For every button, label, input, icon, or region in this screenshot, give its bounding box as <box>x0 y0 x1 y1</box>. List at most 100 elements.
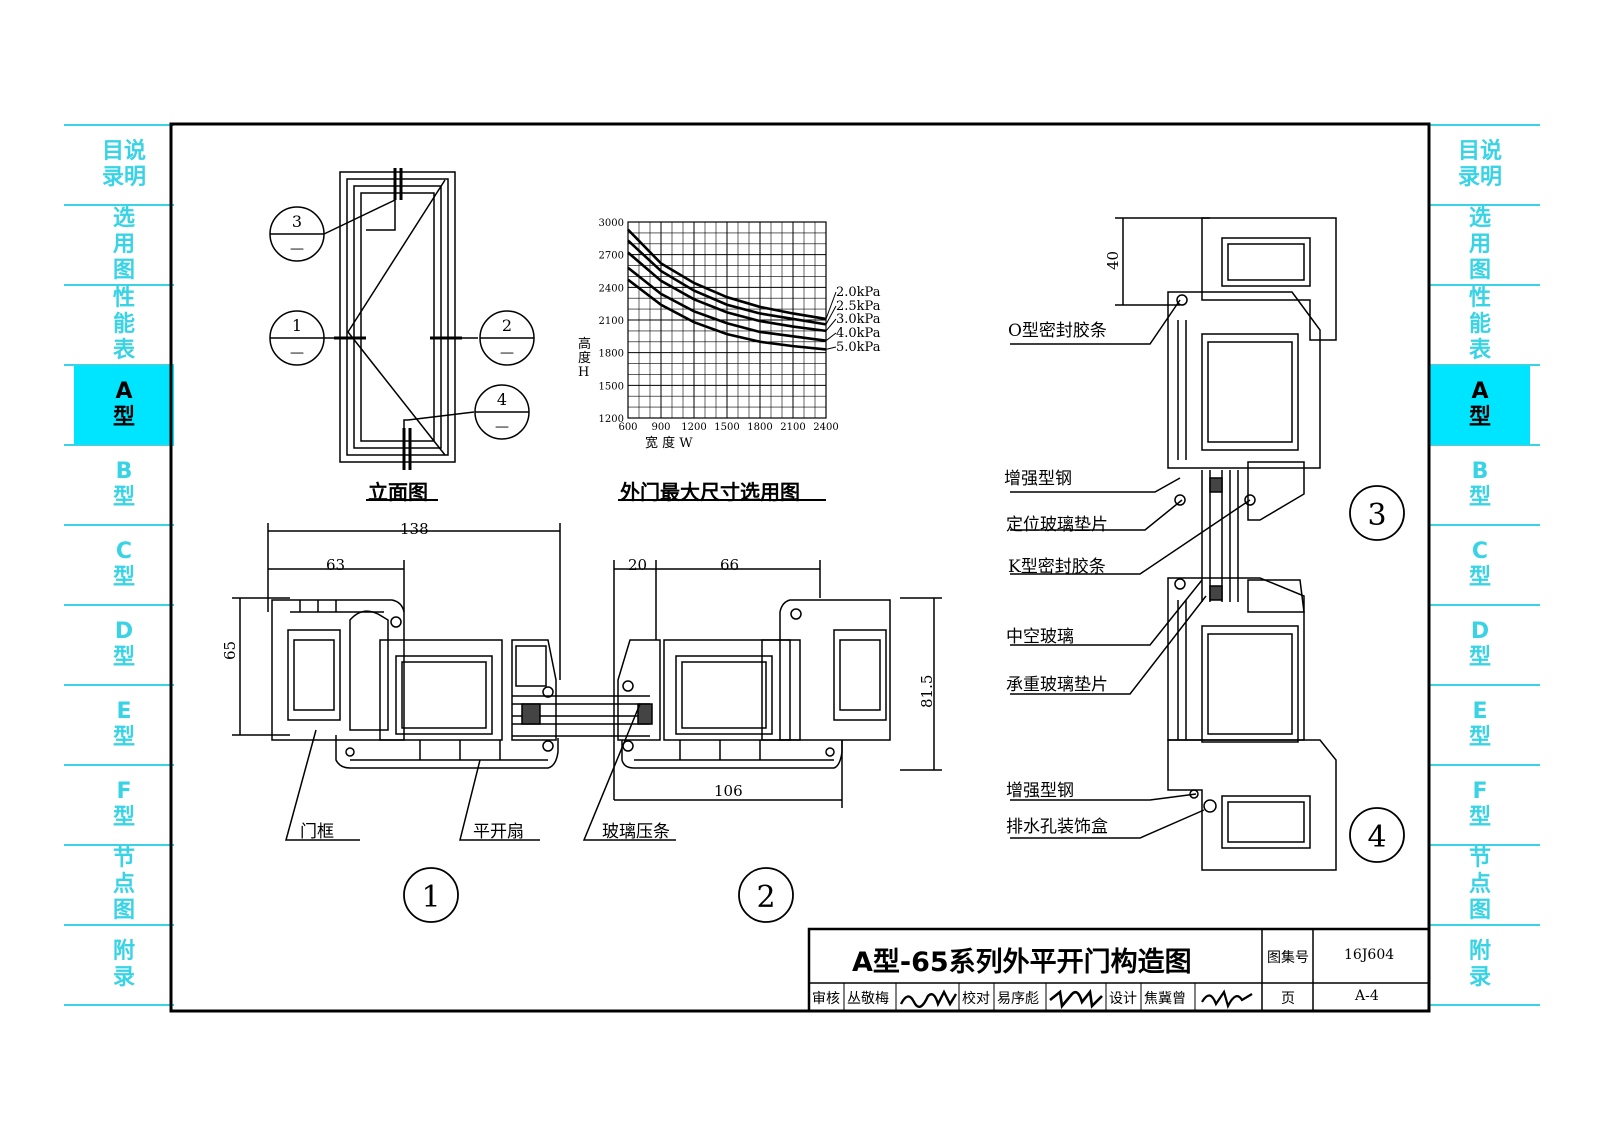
sidebar-divider <box>64 1004 174 1006</box>
title-block <box>807 927 1431 1013</box>
signature-reviewer <box>899 989 958 1008</box>
plot-frame <box>627 221 827 419</box>
dim-106: 106 <box>714 782 743 800</box>
sidebar-tab-3[interactable]: 性 能 表 <box>112 286 135 363</box>
sidebar-tab-6[interactable]: C 型 <box>1468 539 1491 590</box>
sidebar-tab-5[interactable]: B 型 <box>1468 459 1491 510</box>
check-label: 校对 <box>962 991 990 1007</box>
label-k-seal: K型密封胶条 <box>1008 557 1106 577</box>
atlas-number: 16J604 <box>1344 947 1395 963</box>
sidebar-tab-9[interactable]: F 型 <box>112 779 135 830</box>
sidebar-divider <box>1430 924 1540 926</box>
marker-3: 3 — <box>269 206 325 262</box>
sidebar-divider <box>1430 844 1540 846</box>
sidebar-tab-7[interactable]: D 型 <box>112 619 135 670</box>
size-chart-title: 外门最大尺寸选用图 <box>620 480 800 504</box>
series-leader <box>825 291 837 320</box>
x-tick-label: 1800 <box>747 422 772 433</box>
series-leader <box>825 346 837 350</box>
label-o-seal: O型密封胶条 <box>1008 321 1107 341</box>
marker-1: 1 — <box>269 310 325 366</box>
x-tick-label: 2400 <box>813 422 838 433</box>
y-tick-label: 1500 <box>599 381 624 392</box>
svg-text:1: 1 <box>421 880 440 915</box>
y-tick-label: 1800 <box>599 349 624 360</box>
dim-66: 66 <box>720 556 740 574</box>
sidebar-divider <box>64 124 174 126</box>
elevation-title: 立面图 <box>368 480 428 504</box>
y-tick-label: 3000 <box>599 218 624 229</box>
sidebar-divider <box>64 604 174 606</box>
chart-x-label: 宽 度 W <box>645 436 693 451</box>
sidebar-tab-6[interactable]: C 型 <box>112 539 135 590</box>
dim-65: 65 <box>221 640 239 660</box>
series-label-4: 4.0kPa <box>836 326 881 341</box>
signature-checker <box>1049 988 1103 1010</box>
sidebar-tab-2[interactable]: 选 用 图 <box>1468 206 1491 283</box>
sidebar-divider <box>64 284 174 286</box>
sidebar-divider <box>64 764 174 766</box>
label-steel-2: 增强型钢 <box>1006 781 1074 801</box>
sidebar-divider <box>64 204 174 206</box>
sidebar-tab-9[interactable]: F 型 <box>1468 779 1491 830</box>
sidebar-divider <box>1430 764 1540 766</box>
sidebar-divider <box>1430 364 1540 366</box>
elevation-view <box>323 168 478 470</box>
section-2-profile <box>582 560 942 841</box>
marker-1-sub: — <box>290 345 304 361</box>
x-tick-label: 900 <box>651 422 670 433</box>
marker-3-sub: — <box>290 241 304 257</box>
chart-y-label: 高 度 H <box>578 337 592 380</box>
sidebar-divider <box>64 844 174 846</box>
x-tick-label: 600 <box>618 422 637 433</box>
drawing-title: A型-65系列外平开门构造图 <box>852 947 1192 978</box>
y-tick-label: 1200 <box>599 414 624 425</box>
series-line-3 <box>627 251 827 333</box>
marker-2-num: 2 <box>502 316 512 335</box>
sidebar-tab-8[interactable]: E 型 <box>112 699 135 750</box>
sidebar-tab-11[interactable]: 附 录 <box>112 939 135 990</box>
label-door-frame: 门框 <box>300 822 334 842</box>
marker-2-sub: — <box>500 345 514 361</box>
label-casement-sash: 平开扇 <box>473 822 524 842</box>
sidebar-tab-8[interactable]: E 型 <box>1468 699 1491 750</box>
series-label-1: 2.0kPa <box>836 285 881 300</box>
series-line-4 <box>627 266 827 342</box>
marker-3-num: 3 <box>292 212 302 231</box>
dim-40: 40 <box>1104 250 1122 270</box>
sidebar-divider <box>64 364 174 366</box>
series-line-1 <box>627 228 827 321</box>
sidebar-tab-2[interactable]: 选 用 图 <box>112 206 135 283</box>
sidebar-tab-3[interactable]: 性 能 表 <box>1468 286 1491 363</box>
dim-20: 20 <box>628 556 648 574</box>
series-label-5: 5.0kPa <box>836 340 881 355</box>
sidebar-tab-5[interactable]: B 型 <box>112 459 135 510</box>
sidebar-tab-11[interactable]: 附 录 <box>1468 939 1491 990</box>
sidebar-tab-10[interactable]: 节 点 图 <box>1468 846 1491 923</box>
sidebar-tab-1[interactable]: 目说 录明 <box>101 139 146 190</box>
sidebar-tab-7[interactable]: D 型 <box>1468 619 1491 670</box>
sidebar-divider <box>1430 604 1540 606</box>
series-leader <box>825 318 837 332</box>
section-marker-4: 4 <box>1349 807 1405 863</box>
label-support-block: 承重玻璃垫片 <box>1006 675 1108 695</box>
x-tick-label: 2100 <box>780 422 805 433</box>
sidebar-tab-1[interactable]: 目说 录明 <box>1457 139 1502 190</box>
marker-2: 2 — <box>479 310 535 366</box>
sidebar-divider <box>64 924 174 926</box>
series-line-2 <box>627 239 827 326</box>
series-leader <box>825 332 837 342</box>
designer-name: 焦冀曾 <box>1144 991 1186 1007</box>
sidebar-tab-4[interactable]: A 型 <box>74 366 174 444</box>
label-steel-1: 增强型钢 <box>1004 469 1072 489</box>
sidebar-tab-10[interactable]: 节 点 图 <box>112 846 135 923</box>
sidebar-divider <box>1430 284 1540 286</box>
label-glazing-bead: 玻璃压条 <box>602 822 670 842</box>
sidebar-tab-4[interactable]: A 型 <box>1430 366 1530 444</box>
signature-designer <box>1201 989 1253 1010</box>
series-leader <box>825 305 837 325</box>
atlas-label: 图集号 <box>1267 950 1309 966</box>
reviewer-name: 丛敬梅 <box>847 991 889 1007</box>
y-tick-label: 2400 <box>599 283 624 294</box>
